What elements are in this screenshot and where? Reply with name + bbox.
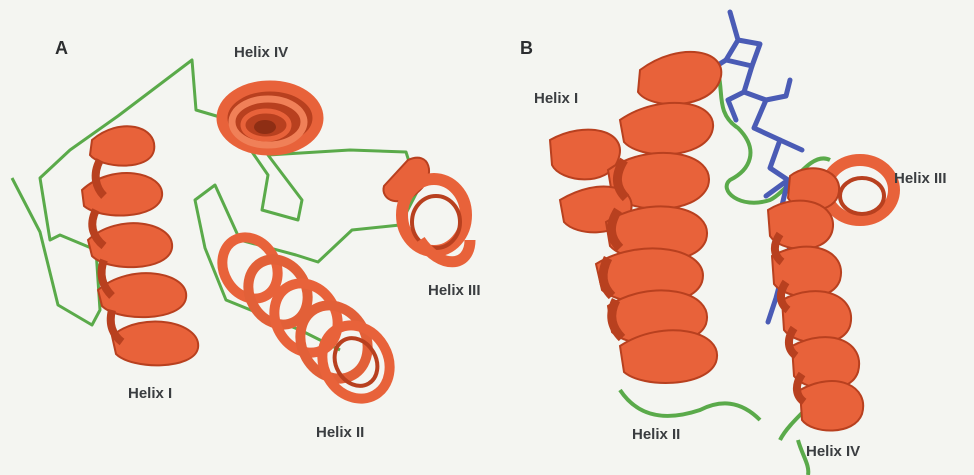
helix-iv-ribbon-a (218, 82, 322, 154)
helix-ii-label-b: Helix II (632, 426, 680, 443)
helix-iii-label-a: Helix III (428, 282, 481, 299)
loop-trace-a (12, 60, 418, 350)
helix-i-label-b: Helix I (534, 90, 578, 107)
panel-a: A Helix IV Helix I Helix II Helix III (0, 0, 490, 475)
panel-label-a: A (55, 38, 68, 59)
panel-a-structure (0, 0, 490, 475)
helix-ii-ribbon-a (211, 227, 402, 411)
helix-iv-label-b: Helix IV (806, 443, 860, 460)
helix-iii-ribbon-a (383, 158, 470, 262)
helix-i-ribbon-a (82, 126, 198, 365)
helix-iv-label-a: Helix IV (234, 44, 288, 61)
helix-iii-label-b: Helix III (894, 170, 947, 187)
helix-i-label-a: Helix I (128, 385, 172, 402)
panel-label-b: B (520, 38, 533, 59)
panel-b: B Helix I Helix II Helix III Helix IV (490, 0, 974, 475)
helix-iv-ribbon-b (768, 201, 863, 431)
panel-b-structure (490, 0, 974, 475)
helix-ii-label-a: Helix II (316, 424, 364, 441)
